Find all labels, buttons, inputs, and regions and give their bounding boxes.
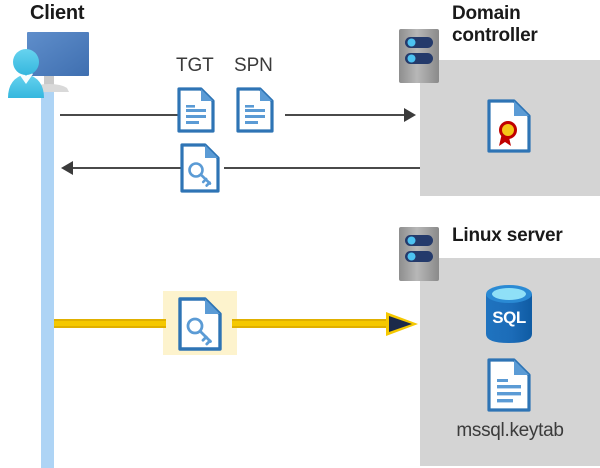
request-arrow-line-left — [60, 114, 182, 116]
request-arrowhead — [404, 108, 416, 122]
request-arrow-line-right — [285, 114, 407, 116]
response-arrow-line-left — [73, 167, 182, 169]
server-rack-icon-linux-server — [398, 226, 440, 282]
key-document-icon-authenticate — [178, 297, 222, 351]
linux-server-title: Linux server — [452, 225, 563, 246]
server-rack-icon-domain-controller — [398, 28, 440, 84]
response-arrowhead — [61, 161, 73, 175]
domain-controller-title: Domain controller — [452, 3, 538, 46]
spn-document-icon — [236, 87, 274, 133]
auth-arrowhead — [385, 308, 419, 340]
key-document-icon-response — [180, 143, 220, 193]
client-workstation-icon — [4, 26, 92, 102]
auth-arrow-line-left — [54, 319, 166, 328]
client-title: Client — [30, 2, 85, 24]
client-lifeline — [41, 88, 54, 468]
sql-database-icon: SQL — [481, 283, 537, 345]
auth-arrow-line-right — [232, 319, 395, 328]
keytab-filename-label: mssql.keytab — [456, 420, 564, 441]
keytab-document-icon — [487, 358, 531, 412]
tgt-label: TGT — [176, 55, 214, 76]
tgt-document-icon — [177, 87, 215, 133]
svg-text:SQL: SQL — [492, 308, 526, 327]
spn-label: SPN — [234, 55, 273, 76]
certificate-document-icon — [487, 99, 531, 153]
response-arrow-line-right — [224, 167, 420, 169]
